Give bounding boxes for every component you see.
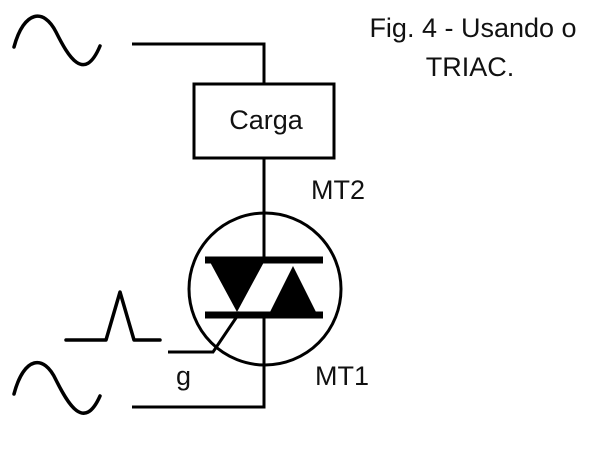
sine-wave-icon-bottom [12, 361, 102, 415]
triac-symbol [168, 211, 343, 367]
wire-mt1-to-source [132, 315, 266, 409]
terminal-mt1-label: MT1 [315, 361, 369, 391]
pulse-icon [64, 290, 162, 342]
figure-caption-line-1: Fig. 4 - Usando o [369, 13, 576, 43]
triac-thyristor-left [210, 262, 264, 312]
figure-caption-line-2: TRIAC. [426, 52, 515, 82]
sine-wave-icon-top [12, 14, 102, 67]
terminal-mt2-label: MT2 [311, 175, 365, 205]
load-label: Carga [229, 105, 304, 135]
wire-top-source [132, 42, 266, 84]
triac-gate-lead [168, 311, 242, 354]
terminal-gate-label: g [176, 361, 191, 391]
triac-thyristor-right [270, 266, 316, 312]
